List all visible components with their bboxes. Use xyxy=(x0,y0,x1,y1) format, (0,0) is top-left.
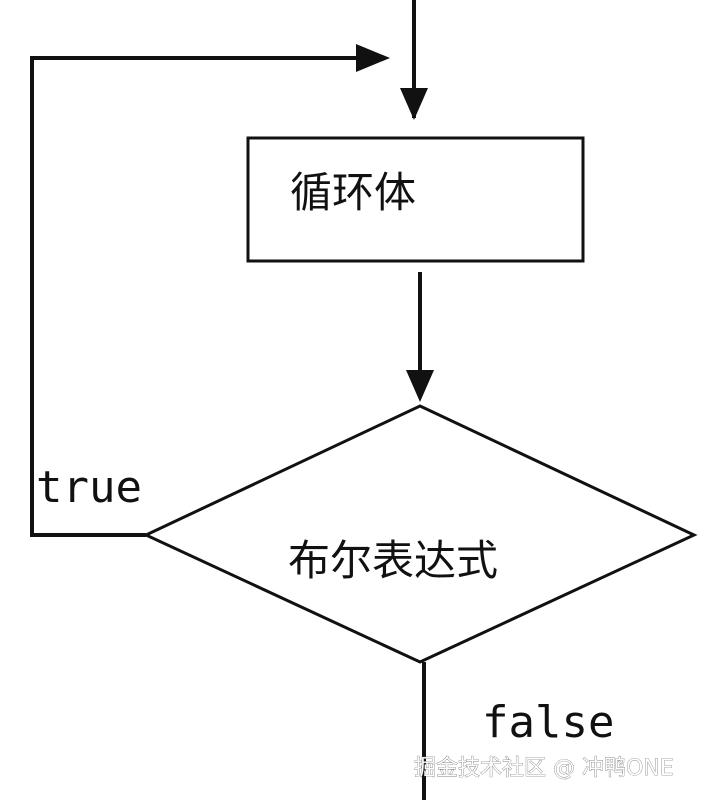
watermark-text: 掘金技术社区 @ 冲鸭ONE xyxy=(414,756,674,781)
body-to-condition-arrowhead xyxy=(406,370,434,402)
condition-diamond xyxy=(142,404,698,664)
loop-body-label: 循环体 xyxy=(290,168,416,217)
true-label: true xyxy=(36,462,142,513)
condition-label: 布尔表达式 xyxy=(288,536,498,585)
loop-body-box xyxy=(246,136,585,263)
entry-arrowhead xyxy=(400,88,428,120)
false-label: false xyxy=(482,697,614,748)
true-loop-path xyxy=(30,56,360,537)
true-loop-arrowhead xyxy=(356,44,390,72)
